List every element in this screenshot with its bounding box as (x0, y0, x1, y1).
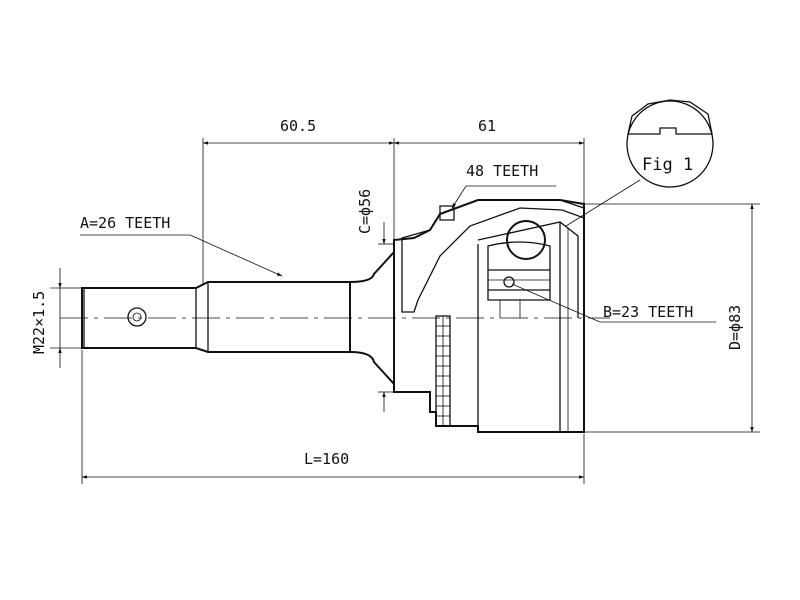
dimensions (50, 138, 760, 484)
outer-teeth-label: 48 TEETH (466, 162, 538, 180)
fig1-callout (626, 99, 714, 188)
fig-label: Fig 1 (642, 155, 693, 175)
leaders (80, 179, 716, 323)
shaft (81, 244, 395, 392)
dim-60-5-label: 60.5 (280, 117, 316, 135)
thread-label: M22×1.5 (30, 291, 48, 354)
dim-61-label: 61 (478, 117, 496, 135)
bell-housing (393, 199, 585, 433)
abs-ring (435, 315, 451, 427)
dim-d-label: D=ϕ83 (726, 305, 744, 350)
spline-b-label: B=23 TEETH (603, 303, 693, 321)
spline-a-label: A=26 TEETH (80, 214, 170, 232)
length-label: L=160 (304, 450, 349, 468)
dim-c-label: C=ϕ56 (356, 189, 374, 234)
